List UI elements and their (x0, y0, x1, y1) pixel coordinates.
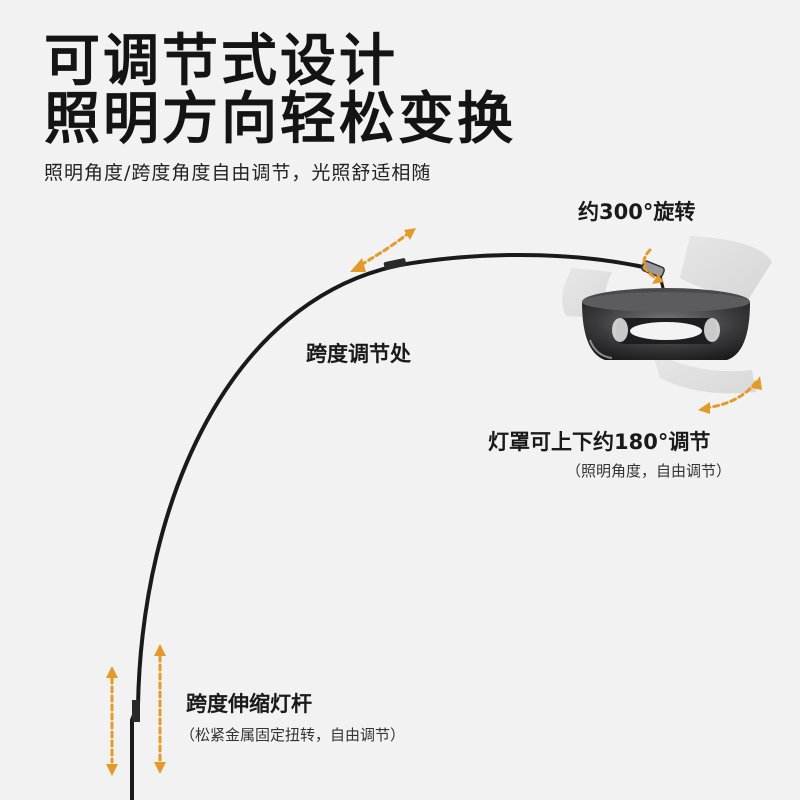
lamp-shade (582, 288, 750, 360)
rotation-label: 约300°旋转 (578, 200, 696, 224)
rotation-arrow-head (652, 274, 664, 284)
tilt-arrow-tail (752, 376, 762, 390)
subtitle: 照明角度/跨度角度自由调节，光照舒适相随 (44, 162, 432, 184)
shade-tilt-note: （照明角度，自由调节） (566, 462, 732, 480)
pole-label: 跨度伸缩灯杆 (186, 692, 312, 716)
lamp-pole (130, 252, 650, 800)
span-joint-label: 跨度调节处 (306, 342, 411, 366)
pole-left-arrow-head (106, 764, 118, 776)
pole-note: （松紧金属固定扭转，自由调节） (180, 726, 406, 744)
pole-left-arrow-tail (106, 666, 118, 678)
pole-right-arrow-tail (154, 762, 166, 774)
headline-line-1: 可调节式设计 (44, 29, 398, 94)
pole-right-arrow-head (154, 644, 166, 656)
ghost-shade-lower (652, 352, 756, 394)
span-arrow-head (350, 258, 366, 272)
headline-line-2: 照明方向轻松变换 (44, 87, 516, 152)
tilt-arrow-head (698, 402, 710, 414)
span-arrow-tail (404, 228, 416, 240)
shade-tilt-label: 灯罩可上下约180°调节 (488, 430, 711, 454)
ghost-shade-upper (680, 236, 772, 300)
span-adjust-joint (383, 258, 407, 270)
pole-telescopic-joint (132, 700, 140, 722)
